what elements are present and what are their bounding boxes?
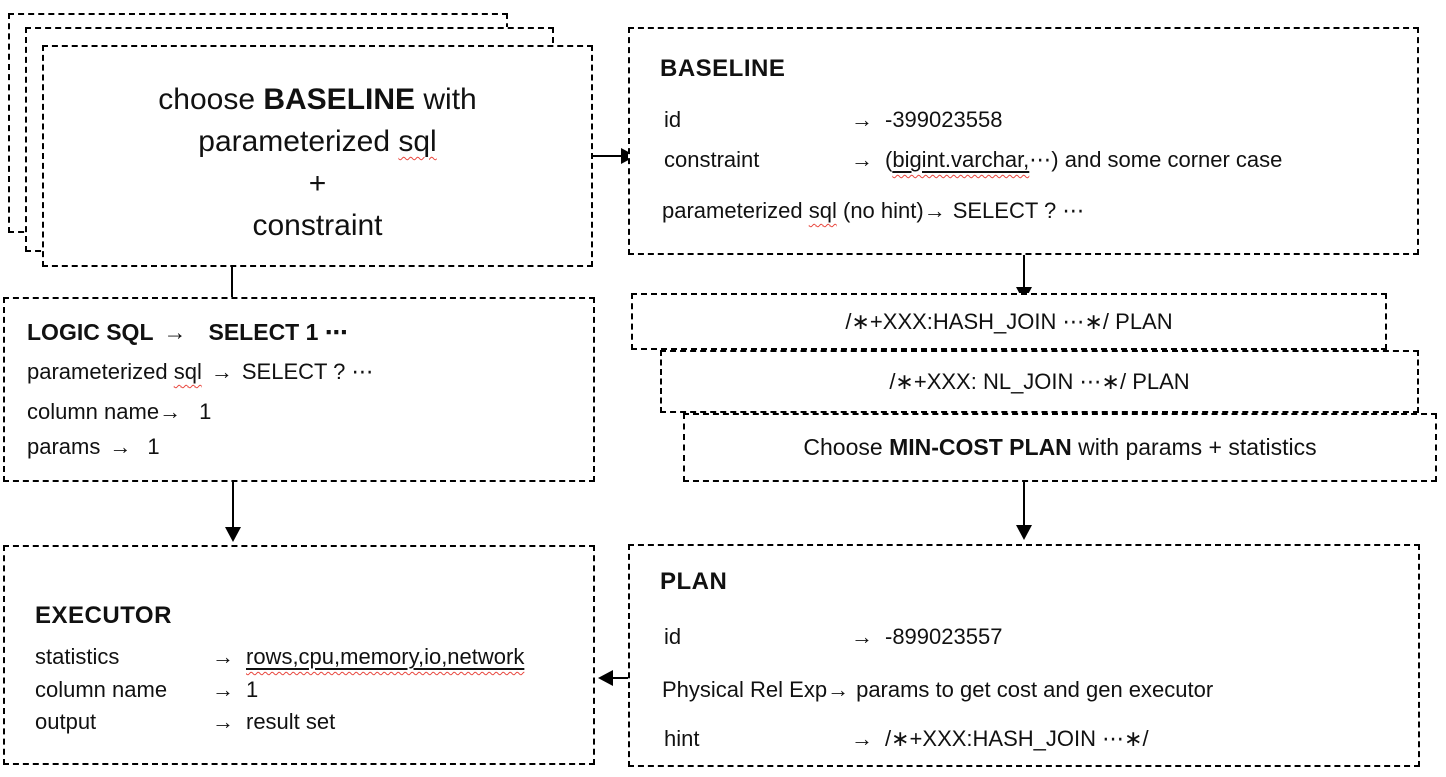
executor-column-value: 1 xyxy=(246,677,259,702)
plan-hint-label: hint xyxy=(664,726,700,751)
choose-card-line1-bold: BASELINE xyxy=(263,83,416,116)
logic-column-value: 1 xyxy=(199,399,212,424)
logic-param-sql: sql xyxy=(173,359,202,384)
baseline-constraint-marked: bigint.varchar, xyxy=(892,147,1030,172)
arrow-glyph: → xyxy=(923,198,946,223)
plan-physical-label: Physical Rel Exp xyxy=(662,677,828,702)
logic-param-pre: parameterized xyxy=(27,359,174,384)
plan-card-hash-join: /∗+XXX:HASH_JOIN ⋯∗/ PLAN xyxy=(631,293,1387,350)
baseline-param-post: (no hint) xyxy=(836,198,924,223)
choose-card-plus: + xyxy=(308,167,327,200)
plan-box: PLAN id→-899023557 Physical Rel Exp→para… xyxy=(628,544,1420,767)
choose-baseline-card-text: choose BASELINE with parameterized sql +… xyxy=(44,79,591,247)
logic-column-label: column name xyxy=(27,399,160,424)
logic-params-value: 1 xyxy=(147,434,160,459)
arrow-glyph: → xyxy=(851,624,873,649)
logic-sql-row-column-name: column name→ 1 xyxy=(27,399,211,425)
executor-stats-value: rows,cpu,memory,io,network xyxy=(246,644,525,669)
plan-id-label: id xyxy=(664,624,682,649)
arrow-shaft xyxy=(232,482,234,528)
baseline-param-value: SELECT ? ⋯ xyxy=(952,198,1085,223)
logic-sql-title: LOGIC SQL xyxy=(27,319,154,345)
executor-title: EXECUTOR xyxy=(35,602,172,629)
arrow-glyph: → xyxy=(109,434,132,459)
baseline-id-value: -399023558 xyxy=(885,107,1003,132)
arrow-glyph: → xyxy=(212,709,234,734)
choose-card-line2: parameterized sql xyxy=(44,121,591,163)
arrow-glyph: → xyxy=(851,147,873,172)
choose-card-line1: choose BASELINE with xyxy=(44,79,591,121)
choose-card-line2-pre: parameterized xyxy=(198,125,399,158)
plan-hint-value: /∗+XXX:HASH_JOIN ⋯∗/ xyxy=(885,726,1149,751)
baseline-row-parameterized-sql: parameterized sql (no hint)→SELECT ? ⋯ xyxy=(662,198,1084,224)
choose-card-line1-pre: choose xyxy=(158,83,264,116)
choose-card-line1-post: with xyxy=(415,83,477,116)
arrow-glyph: → xyxy=(163,319,187,345)
baseline-constraint-rest: ⋯) and some corner case xyxy=(1029,147,1283,172)
baseline-param-pre: parameterized xyxy=(662,198,809,223)
baseline-constraint-open: ( xyxy=(885,147,893,172)
arrow-shaft xyxy=(574,155,624,157)
executor-row-column-name: column name → 1 xyxy=(35,677,258,703)
arrow-glyph: → xyxy=(159,399,182,424)
plan-card-nl-join-text: /∗+XXX: NL_JOIN ⋯∗/ PLAN xyxy=(889,368,1190,394)
logic-sql-row-params: params → 1 xyxy=(27,434,160,460)
logic-sql-box: LOGIC SQL → SELECT 1 ⋯ parameterized sql → S… xyxy=(3,297,595,482)
arrow-shaft xyxy=(1023,242,1025,288)
min-cost-post: with params + statistics xyxy=(1071,434,1317,460)
baseline-constraint-label: constraint xyxy=(664,147,760,172)
arrow-glyph: → xyxy=(212,644,234,669)
executor-stats-label: statistics xyxy=(35,644,120,669)
arrow-head xyxy=(598,670,613,686)
plan-card-hash-join-text: /∗+XXX:HASH_JOIN ⋯∗/ PLAN xyxy=(845,308,1173,334)
executor-output-label: output xyxy=(35,709,97,734)
logic-sql-title-value: SELECT 1 ⋯ xyxy=(208,319,348,345)
plan-card-nl-join: /∗+XXX: NL_JOIN ⋯∗/ PLAN xyxy=(660,350,1419,413)
baseline-id-label: id xyxy=(664,107,682,132)
baseline-row-id: id → -399023558 xyxy=(664,107,1002,133)
plan-row-physical-rel-exp: Physical Rel Exp→params to get cost and … xyxy=(662,677,1213,703)
arrow-head xyxy=(225,527,241,542)
executor-column-label: column name xyxy=(35,677,168,702)
executor-box: EXECUTOR statistics → rows,cpu,memory,io,n… xyxy=(3,545,595,765)
baseline-title: BASELINE xyxy=(660,55,786,82)
plan-id-value: -899023557 xyxy=(885,624,1003,649)
arrow-glyph: → xyxy=(212,677,234,702)
plan-row-id: id → -899023557 xyxy=(664,624,1002,650)
logic-param-value: SELECT ? ⋯ xyxy=(241,359,374,384)
executor-output-value: result set xyxy=(246,709,336,734)
min-cost-pre: Choose xyxy=(803,434,890,460)
arrow-glyph: → xyxy=(851,726,873,751)
arrow-head xyxy=(1016,525,1032,540)
baseline-row-constraint: constraint → (bigint.varchar,⋯) and some c… xyxy=(664,147,1282,173)
logic-params-label: params xyxy=(27,434,101,459)
min-cost-bold: MIN-COST PLAN xyxy=(889,434,1072,460)
baseline-param-sql: sql xyxy=(808,198,837,223)
plan-row-hint: hint → /∗+XXX:HASH_JOIN ⋯∗/ xyxy=(664,726,1149,752)
choose-card-line4: constraint xyxy=(252,209,383,242)
executor-row-statistics: statistics → rows,cpu,memory,io,network xyxy=(35,644,524,670)
logic-sql-row-parameterized: parameterized sql → SELECT ? ⋯ xyxy=(27,359,374,385)
logic-sql-row-title: LOGIC SQL → SELECT 1 ⋯ xyxy=(27,317,348,347)
baseline-box: BASELINE id → -399023558 constraint → (bigin… xyxy=(628,27,1419,255)
choose-card-line2-sql: sql xyxy=(398,125,437,158)
arrow-glyph: → xyxy=(210,359,233,384)
arrow-glyph: → xyxy=(827,677,850,702)
arrow-shaft xyxy=(1023,482,1025,526)
plan-card-min-cost: Choose MIN-COST PLAN with params + stati… xyxy=(683,413,1437,482)
plan-physical-value: params to get cost and gen executor xyxy=(856,677,1214,702)
choose-baseline-card-front: choose BASELINE with parameterized sql +… xyxy=(42,45,593,267)
arrow-shaft xyxy=(231,261,233,308)
arrow-glyph: → xyxy=(851,107,873,132)
plan-title: PLAN xyxy=(660,568,728,595)
executor-row-output: output → result set xyxy=(35,709,335,735)
baseline-constraint-value: (bigint.varchar,⋯) and some corner case xyxy=(885,147,1282,173)
